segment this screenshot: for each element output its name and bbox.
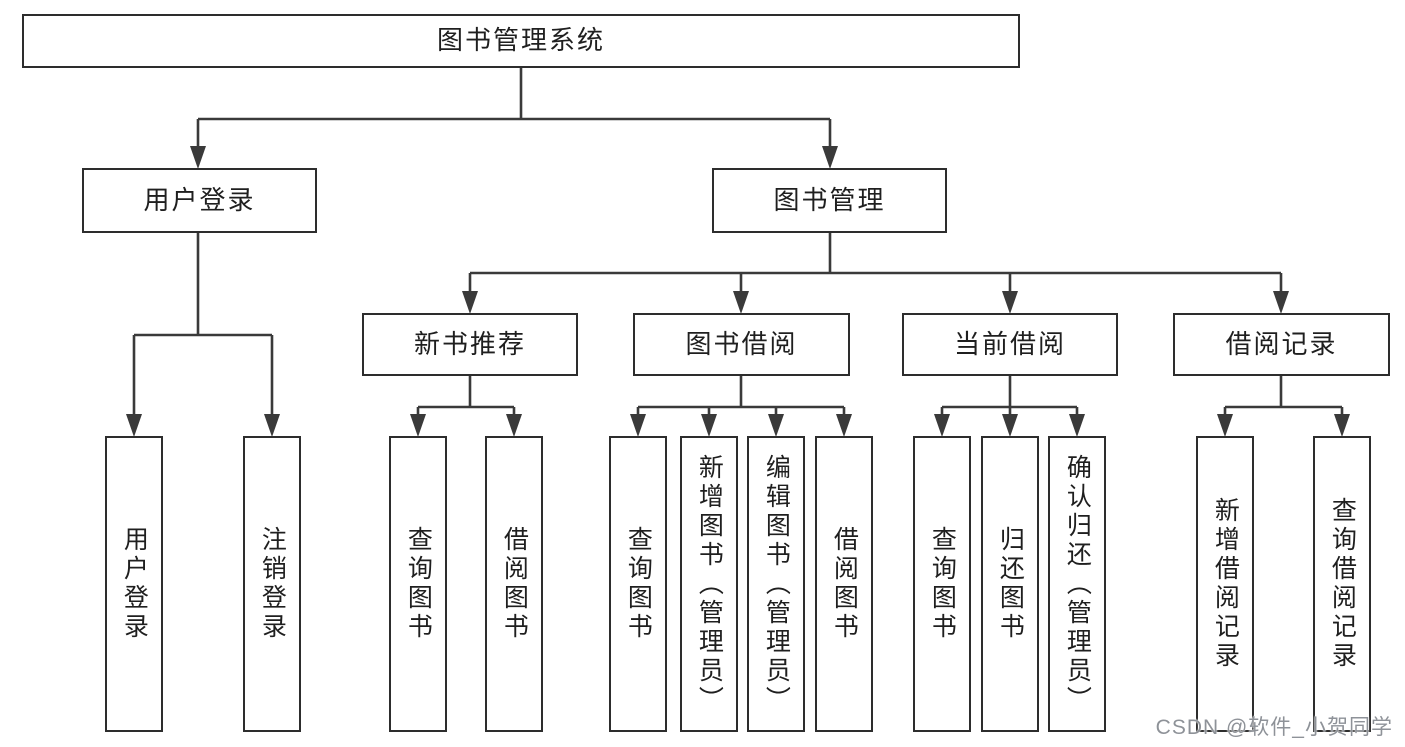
leaf-current-query-book: 查询图书 [913, 436, 971, 732]
leaf-query-borrow-record: 查询借阅记录 [1313, 436, 1371, 732]
leaf-borrow-query-book: 查询图书 [609, 436, 667, 732]
leaf-recommend-query-book: 查询图书 [389, 436, 447, 732]
node-book-borrow: 图书借阅 [633, 313, 850, 376]
node-root: 图书管理系统 [22, 14, 1020, 68]
node-borrow-record: 借阅记录 [1173, 313, 1390, 376]
leaf-edit-book-admin: 编辑图书（管理员） [747, 436, 805, 732]
leaf-user-login: 用户登录 [105, 436, 163, 732]
node-user-login: 用户登录 [82, 168, 317, 233]
node-new-book-recommend: 新书推荐 [362, 313, 578, 376]
leaf-confirm-return-admin: 确认归还（管理员） [1048, 436, 1106, 732]
leaf-add-borrow-record: 新增借阅记录 [1196, 436, 1254, 732]
leaf-recommend-borrow-book: 借阅图书 [485, 436, 543, 732]
node-current-borrow: 当前借阅 [902, 313, 1118, 376]
leaf-logout: 注销登录 [243, 436, 301, 732]
leaf-add-book-admin: 新增图书（管理员） [680, 436, 738, 732]
csdn-watermark: CSDN @软件_小贺同学 [1155, 716, 1393, 739]
node-book-management: 图书管理 [712, 168, 947, 233]
leaf-return-book: 归还图书 [981, 436, 1039, 732]
leaf-borrow-book: 借阅图书 [815, 436, 873, 732]
